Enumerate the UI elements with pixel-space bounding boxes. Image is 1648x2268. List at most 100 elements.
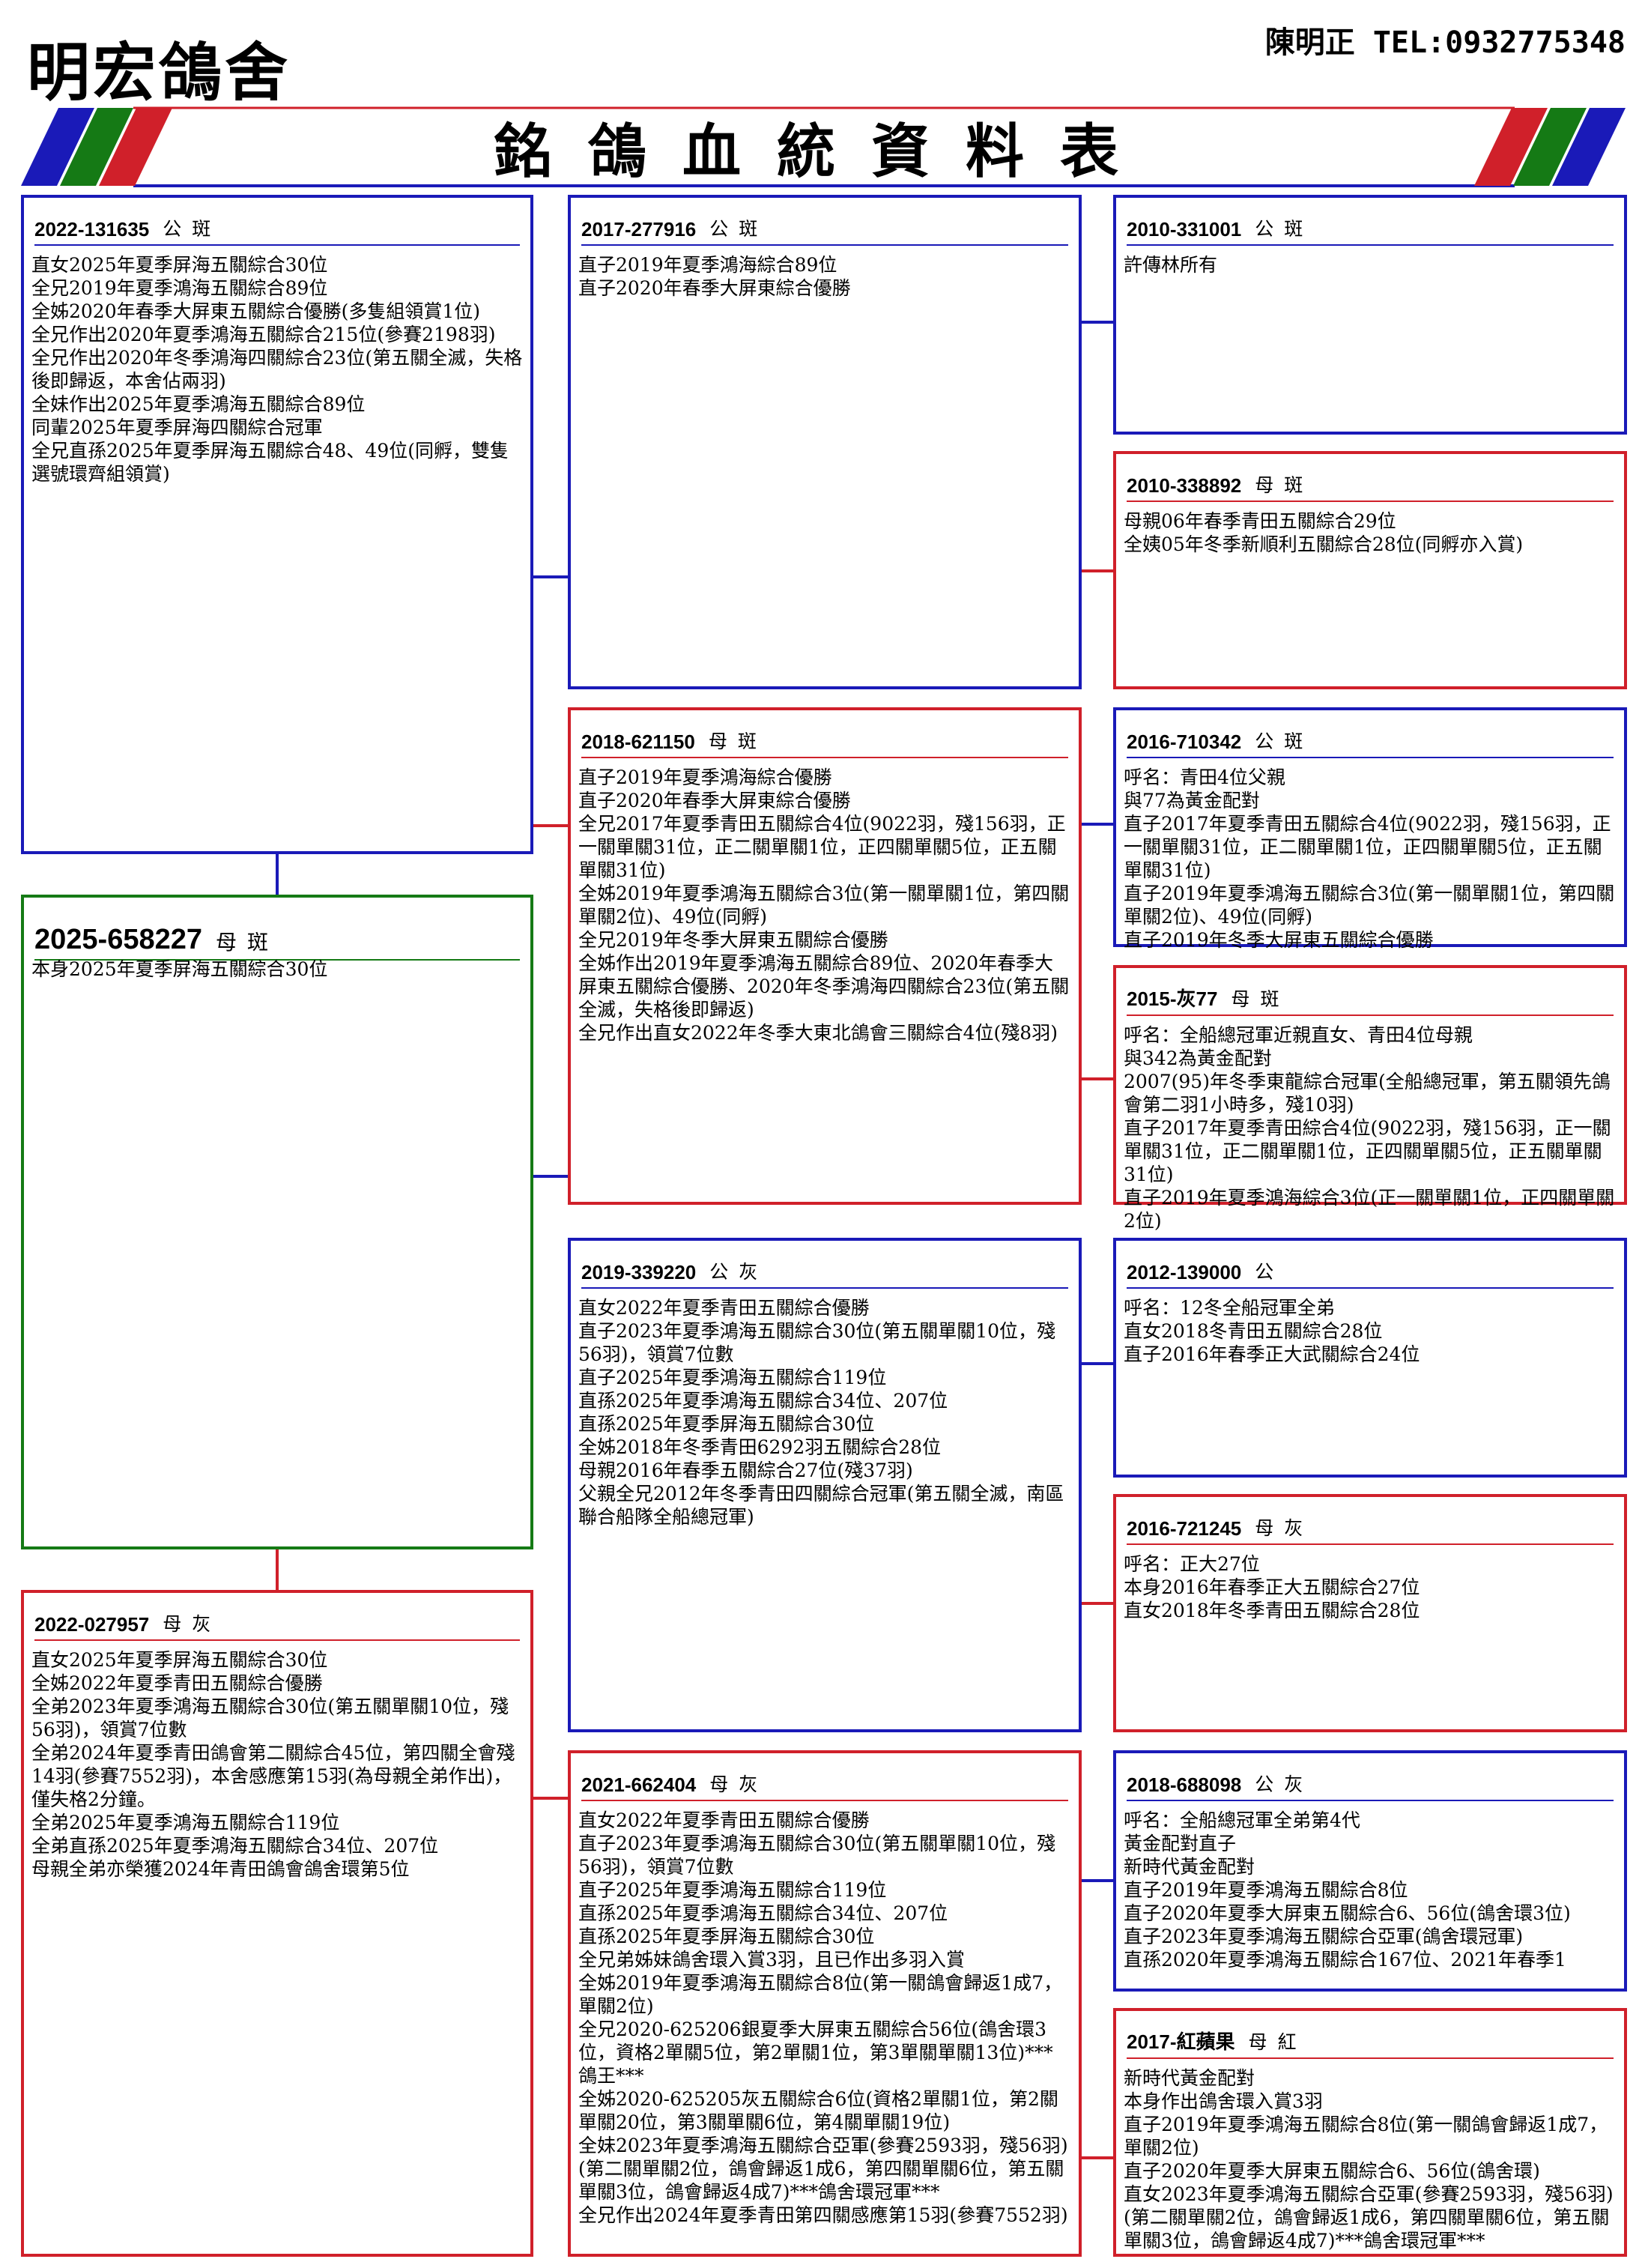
record-line: 全兄作出2024年夏季青田第四關感應第15羽(參賽7552羽) [578, 2204, 1068, 2226]
record-line: 直女2018冬青田五關綜合28位 [1124, 1320, 1383, 1342]
sex-label: 公 [1255, 218, 1274, 240]
record-line: 父親全兄2012年冬季青田四關綜合冠軍(第五關全滅，南區聯合船隊全船總冠軍) [578, 1483, 1064, 1528]
ring-number: 2021-662404 [581, 1773, 697, 1796]
record-line: 直子2017年夏季青田五關綜合4位(9022羽，殘156羽，正一關單關31位，正… [1124, 813, 1611, 881]
record-line: 本身2016年春季正大五關綜合27位 [1124, 1576, 1420, 1598]
record-line: 全姊2019年夏季鴻海五關綜合8位(第一關鴿會歸返1成7，單關2位) [578, 1972, 1063, 2017]
record-list: 直女2022年夏季青田五關綜合優勝直子2023年夏季鴻海五關綜合30位(第五關單… [578, 1296, 1071, 1726]
record-line: 直子2019年夏季鴻海綜合3位(正一關單關1位，正四關單關2位) [1124, 1187, 1615, 1232]
record-line: 全弟2025年夏季鴻海五關綜合119位 [31, 1812, 340, 1833]
record-line: 全姊作出2019年夏季鴻海五關綜合89位、2020年春季大屏東五關綜合優勝、20… [578, 952, 1070, 1020]
ring-number: 2016-710342 [1127, 731, 1242, 753]
record-line: 母親06年春季青田五關綜合29位 [1124, 510, 1396, 532]
record-line: 全兄弟姊妹鴿舍環入賞3羽，且已作出多羽入賞 [578, 1949, 965, 1971]
ring-number: 2019-339220 [581, 1261, 697, 1283]
sex-label: 公 [1255, 731, 1274, 752]
record-line: 直女2018年冬季青田五關綜合28位 [1124, 1600, 1420, 1621]
record-line: 全姊2022年夏季青田五關綜合優勝 [31, 1672, 323, 1694]
banner-stripes [21, 106, 1626, 187]
record-line: 全妹作出2025年夏季鴻海五關綜合89位 [31, 393, 366, 415]
record-line: 全兄作出直女2022年冬季大東北鴿會三關綜合4位(殘8羽) [578, 1022, 1058, 1044]
record-line: 直子2019年夏季鴻海五關綜合3位(第一關單關1位，第四關單關2位)、49位(同… [1124, 883, 1615, 928]
record-list: 新時代黃金配對本身作出鴿舍環入賞3羽直子2019年夏季鴻海五關綜合8位(第一關鴿… [1124, 2066, 1617, 2252]
record-line: 直子2020年夏季大屏東五關綜合6、56位(鴿舍環) [1124, 2160, 1540, 2182]
ring-number: 2018-688098 [1127, 1773, 1242, 1796]
record-list: 直女2025年夏季屏海五關綜合30位全兄2019年夏季鴻海五關綜合89位全姊20… [31, 253, 523, 848]
record-line: 直子2019年夏季鴻海五關綜合8位 [1124, 1879, 1408, 1901]
record-line: 全兄作出2020年夏季鴻海五關綜合215位(參賽2198羽) [31, 324, 496, 345]
pigeon-card-dam-dam: 2021-662404 母灰 直女2022年夏季青田五關綜合優勝直子2023年夏季… [568, 1750, 1082, 2257]
ring-number: 2010-331001 [1127, 218, 1242, 241]
record-line: 直子2020年春季大屏東綜合優勝 [578, 277, 851, 299]
record-line: 全姊2020-625205灰五關綜合6位(資格2單關1位，第2關單關20位，第3… [578, 2088, 1058, 2133]
record-line: 全兄直孫2025年夏季屏海五關綜合48、49位(同孵，雙隻選號環齊組領賞) [31, 440, 509, 485]
record-line: 直孫2020年夏季鴻海五關綜合167位、2021年春季1 [1124, 1949, 1566, 1971]
sex-label: 母 [216, 930, 237, 955]
record-line: 直子2016年春季正大武關綜合24位 [1124, 1343, 1420, 1365]
record-line: 直孫2025年夏季屏海五關綜合30位 [578, 1926, 875, 1947]
color-label: 灰 [192, 1613, 211, 1635]
pigeon-card-sds: 2016-710342 公斑 呼名：青田4位父親與77為黃金配對直子2017年夏季… [1113, 707, 1627, 951]
record-list: 母親06年春季青田五關綜合29位全姨05年冬季新順利五關綜合28位(同孵亦入賞) [1124, 509, 1617, 683]
record-line: 黃金配對直子 [1124, 1833, 1237, 1854]
record-line: 全兄2019年冬季大屏東五關綜合優勝 [578, 929, 888, 951]
pigeon-card-dss: 2012-139000 公 呼名：12冬全船冠軍全弟直女2018冬青田五關綜合28… [1113, 1238, 1627, 1478]
sex-label: 公 [1255, 1261, 1274, 1283]
color-label: 斑 [247, 930, 269, 955]
record-line: 與77為黃金配對 [1124, 790, 1260, 811]
color-label: 斑 [1260, 988, 1279, 1010]
ring-number: 2012-139000 [1127, 1261, 1242, 1283]
sex-label: 母 [709, 1773, 729, 1795]
color-label: 斑 [739, 218, 758, 240]
record-line: 呼名：12冬全船冠軍全弟 [1124, 1297, 1335, 1319]
record-line: 全弟2023年夏季鴻海五關綜合30位(第五關單關10位，殘56羽)，領賞7位數 [31, 1696, 509, 1741]
record-line: 直子2025年夏季鴻海五關綜合119位 [578, 1367, 887, 1388]
record-line: 2007(95)年冬季東龍綜合冠軍(全船總冠軍，第五關領先鴿會第二羽1小時多，殘… [1124, 1071, 1611, 1116]
color-label: 灰 [739, 1773, 758, 1795]
record-line: 直子2019年夏季鴻海綜合優勝 [578, 766, 832, 788]
record-line: 直子2019年冬季大屏東五關綜合優勝 [1124, 929, 1434, 951]
record-line: 母親2016年春季五關綜合27位(殘37羽) [578, 1460, 913, 1481]
sex-label: 公 [709, 1261, 729, 1283]
color-label: 斑 [1284, 731, 1303, 752]
record-line: 全姊2020年春季大屏東五關綜合優勝(多隻組領賞1位) [31, 300, 481, 322]
record-list: 呼名：青田4位父親與77為黃金配對直子2017年夏季青田五關綜合4位(9022羽… [1124, 766, 1617, 951]
record-list: 直子2019年夏季鴻海綜合優勝直子2020年春季大屏東綜合優勝全兄2017年夏季… [578, 766, 1071, 1199]
color-label: 灰 [739, 1261, 758, 1283]
sex-label: 母 [1248, 2031, 1267, 2053]
record-line: 直子2020年春季大屏東綜合優勝 [578, 790, 851, 811]
record-line: 直子2019年夏季鴻海五關綜合8位(第一關鴿會歸返1成7，單關2位) [1124, 2114, 1608, 2159]
record-line: 全弟2024年夏季青田鴿會第二關綜合45位，第四關全會殘14羽(參賽7552羽)… [31, 1742, 515, 1810]
record-list: 直女2025年夏季屏海五關綜合30位全姊2022年夏季青田五關綜合優勝全弟202… [31, 1648, 523, 2251]
record-line: 新時代黃金配對 [1124, 1856, 1255, 1878]
color-label: 紅 [1277, 2031, 1297, 2053]
record-line: 新時代黃金配對 [1124, 2067, 1255, 2089]
record-list: 直女2022年夏季青田五關綜合優勝直子2023年夏季鴻海五關綜合30位(第五關單… [578, 1809, 1071, 2251]
sex-label: 母 [1255, 1517, 1274, 1539]
record-line: 直子2017年夏季青田綜合4位(9022羽，殘156羽，正一關單關31位，正二關… [1124, 1117, 1611, 1185]
record-line: 呼名：全船總冠軍全弟第4代 [1124, 1809, 1360, 1831]
record-line: 直孫2025年夏季鴻海五關綜合34位、207位 [578, 1902, 948, 1924]
record-line: 全姊2019年夏季鴻海五關綜合3位(第一關單關1位，第四關單關2位)、49位(同… [578, 883, 1070, 928]
record-line: 直子2025年夏季鴻海五關綜合119位 [578, 1879, 887, 1901]
record-line: 與342為黃金配對 [1124, 1047, 1272, 1069]
color-label: 斑 [192, 218, 211, 240]
record-line: 全弟直孫2025年夏季鴻海五關綜合34位、207位 [31, 1835, 439, 1857]
ring-number: 2018-621150 [581, 731, 695, 753]
record-list: 呼名：正大27位本身2016年春季正大五關綜合27位直女2018年冬季青田五關綜… [1124, 1552, 1617, 1726]
record-line: 直女2025年夏季屏海五關綜合30位 [31, 1649, 328, 1671]
record-line: 母親全弟亦榮獲2024年青田鴿會鴿舍環第5位 [31, 1858, 410, 1880]
record-line: 全兄作出2020年冬季鴻海四關綜合23位(第五關全滅，失格後即歸返，本舍佔兩羽) [31, 347, 523, 392]
record-line: 直女2022年夏季青田五關綜合優勝 [578, 1809, 870, 1831]
record-line: 全妹2023年夏季鴻海五關綜合亞軍(參賽2593羽，殘56羽)(第二關單關2位，… [578, 2135, 1068, 2203]
color-label: 灰 [1284, 1517, 1303, 1539]
color-label: 斑 [737, 731, 757, 752]
record-line: 直子2023年夏季鴻海五關綜合30位(第五關單關10位，殘56羽)，領賞7位數 [578, 1833, 1056, 1878]
record-line: 本身2025年夏季屏海五關綜合30位 [31, 958, 328, 980]
